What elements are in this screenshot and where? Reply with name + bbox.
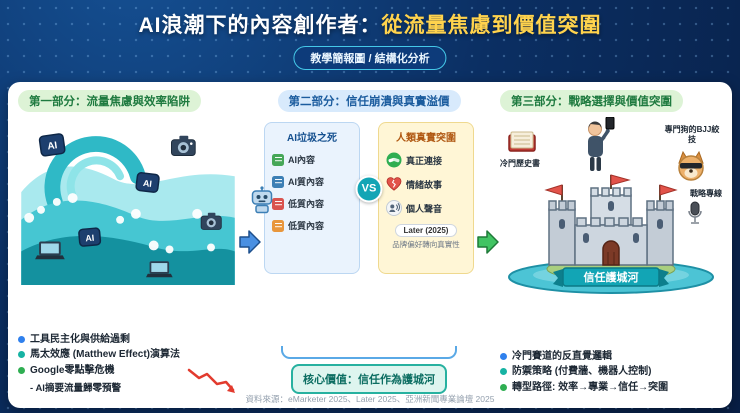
camera-icon [200, 212, 222, 230]
list-item: AI質內容 [272, 175, 352, 188]
castle-moat-icon: 信任護城河 [508, 174, 714, 294]
section-part1: 第一部分：流量焦慮與效率陷阱 AI [18, 90, 238, 394]
bullet-dot [500, 383, 507, 391]
list-item: AI內容 [272, 153, 352, 166]
document-icon [272, 175, 284, 188]
moat-banner-text: 信任護城河 [584, 270, 639, 284]
castle-illustration: 冷門歷史書 專門狗的BJJ絞技 [500, 115, 722, 295]
ai-cube-icon: AI [135, 172, 160, 193]
bullet-item: 轉型路徑: 效率→專業→信任→突圍 [500, 382, 722, 395]
camera-icon [170, 135, 196, 157]
bullet-item: Google零點擊危機 [18, 365, 238, 378]
human-breakout-card-title: 人類真實突圍 [396, 133, 456, 144]
list-item: 個人聲音 [386, 200, 466, 216]
later-source-badge: Later (2025) [394, 224, 458, 237]
svg-text:AI: AI [85, 233, 95, 244]
ai-cube-icon: AI [38, 133, 66, 157]
bullet-text: 冷門賽道的反直覺邏輯 [512, 350, 612, 362]
bullet-item: 冷門賽道的反直覺邏輯 [500, 351, 722, 364]
book-label: 冷門歷史書 [500, 159, 540, 168]
arrow-part1-to-part2 [238, 90, 262, 394]
list-item: 情緒故事 [386, 176, 466, 192]
bullet-dot [18, 351, 25, 358]
document-icon [272, 153, 284, 166]
bullet-item: 防禦策略 (付費牆、機器人控制) [500, 366, 722, 379]
mic-label: 戰略專線 [690, 189, 722, 198]
section-part3: 第三部分：戰略選擇與價值突圍 冷門歷史書 [500, 90, 722, 394]
list-item-label: 低質內容 [288, 221, 325, 231]
robot-icon [251, 186, 273, 214]
list-item-label: 情緒故事 [406, 179, 443, 190]
bullet-dot [500, 352, 507, 360]
list-item: 真正連接 [386, 152, 466, 168]
creator-person-icon [588, 117, 615, 171]
bullet-dot [18, 335, 25, 343]
document-icon [272, 197, 284, 210]
bullet-text: Google零點擊危機 [30, 364, 115, 376]
bullet-text: 馬太效應 (Matthew Effect)演算法 [30, 349, 180, 360]
bullet-dot [18, 366, 25, 374]
svg-text:AI: AI [142, 178, 152, 189]
part1-bullet-list: 工具民主化與供給過剩 馬太效應 (Matthew Effect)演算法 Goog… [18, 334, 238, 394]
bullet-dot [500, 368, 507, 375]
connector-bracket [281, 346, 457, 359]
laptop-icon [35, 241, 65, 260]
list-item-label: 個人聲音 [406, 203, 443, 214]
ai-junk-card: AI垃圾之死 AI內容 AI質內容 低質內容 [264, 122, 360, 274]
bullet-item: 工具民主化與供給過剩 [18, 334, 238, 347]
source-footer: 資料來源：eMarketer 2025、Later 2025、亞洲新聞專業論壇 … [245, 394, 495, 404]
vs-badge: VS [355, 175, 383, 203]
bullet-item: 馬太效應 (Matthew Effect)演算法 [18, 349, 238, 362]
part3-bullet-list: 冷門賽道的反直覺邏輯 防禦策略 (付費牆、機器人控制) 轉型路徑: 效率→專業→… [500, 351, 722, 395]
ai-cube-icon: AI [78, 227, 102, 247]
handshake-icon [386, 152, 402, 168]
blue-arrow-icon [239, 230, 261, 254]
ai-wave-illustration: AI AI AI [18, 115, 238, 285]
subtitle-badge: 教學簡報圖 / 結構化分析 [293, 46, 447, 70]
list-item-label: AI內容 [288, 155, 316, 165]
svg-text:AI: AI [47, 140, 59, 152]
bullet-text: 工具民主化與供給過剩 [30, 333, 130, 345]
list-item-label: AI質內容 [288, 177, 325, 187]
broken-heart-icon [386, 177, 402, 191]
brand-preference-caption: 品牌偏好轉向真實性 [392, 240, 460, 249]
wave-icon: AI AI AI [21, 133, 235, 285]
part1-title-pill: 第一部分：流量焦慮與效率陷阱 [18, 90, 201, 112]
content-card: 第一部分：流量焦慮與效率陷阱 AI [8, 82, 732, 408]
laptop-icon [145, 261, 173, 278]
part3-title-pill: 第三部分：戰略選擇與價值突圍 [500, 90, 683, 112]
human-breakout-card: 人類真實突圍 真正連接 情緒故事 [378, 122, 474, 274]
microphone-icon [688, 201, 702, 224]
page-title: AI浪潮下的內容創作者：從流量焦慮到價值突圍 [0, 9, 740, 39]
document-icon [272, 219, 284, 232]
part2-title-pill: 第二部分：信任崩潰與真實溢價 [277, 90, 461, 112]
list-item: 低質內容 [272, 219, 352, 232]
title-highlight: 從流量焦慮到價值突圍 [381, 14, 602, 37]
bullet-text: 防禦策略 (付費牆、機器人控制) [512, 366, 652, 377]
core-value-box: 核心價值：信任作為護城河 [291, 364, 447, 394]
arrow-part2-to-part3 [476, 90, 500, 394]
dog-label: 專門狗的BJJ絞技 [664, 125, 720, 144]
section-part2: 第二部分：信任崩潰與真實溢價 AI垃圾之死 AI內容 [251, 90, 476, 394]
book-icon [508, 131, 536, 152]
list-item-label: 真正連接 [406, 155, 443, 166]
title-main: AI浪潮下的內容創作者： [138, 14, 382, 37]
comparison-row: AI垃圾之死 AI內容 AI質內容 低質內容 [251, 122, 474, 274]
list-item-label: 低質內容 [288, 199, 325, 209]
bullet-text: 轉型路徑: 效率→專業→信任→突圍 [512, 381, 669, 393]
list-item: 低質內容 [272, 197, 352, 210]
sub-bullet-text: - AI摘要流量歸零預警 [30, 383, 121, 394]
trend-down-icon [187, 368, 235, 393]
ai-junk-card-title: AI垃圾之死 [287, 133, 337, 144]
dog-icon [678, 151, 704, 181]
green-arrow-icon [477, 230, 499, 254]
voice-icon [386, 200, 402, 216]
